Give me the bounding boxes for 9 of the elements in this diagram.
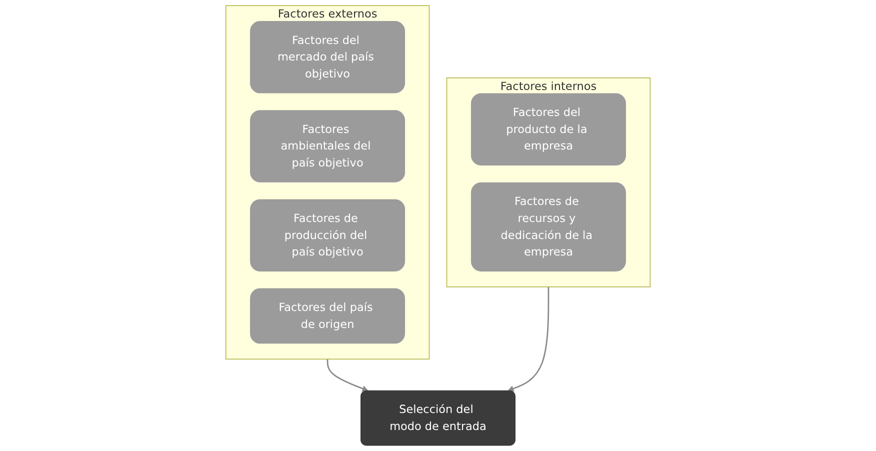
node-box: Factores del producto de la empresa bbox=[470, 93, 626, 166]
node-box: Factores de recursos y dedicación de la empresa bbox=[470, 182, 626, 272]
arrow bbox=[508, 286, 550, 392]
node-box: Factores del mercado del país objetivo bbox=[250, 21, 406, 94]
arrow bbox=[326, 359, 368, 392]
node-box: Factores ambientales del país objetivo bbox=[250, 110, 406, 182]
node-box: Factores del país de origen bbox=[250, 288, 406, 344]
node-box: Selección del modo de entrada bbox=[360, 390, 516, 446]
node-box: Factores de producción del país objetivo bbox=[250, 199, 406, 272]
